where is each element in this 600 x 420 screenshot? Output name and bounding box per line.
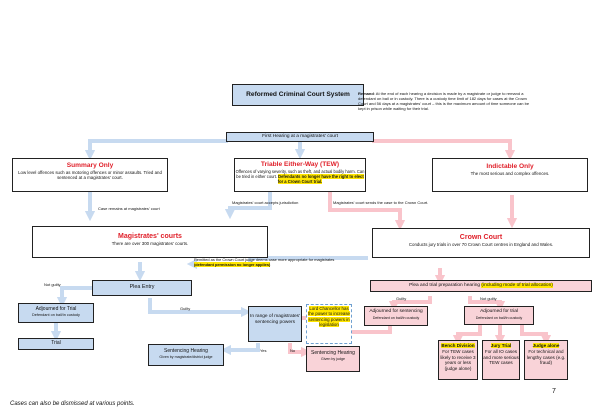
adj-trial-left-title: Adjourned for Trial bbox=[35, 306, 77, 312]
summary-text: Low level offences such as motoring offe… bbox=[18, 170, 162, 181]
mags-text: There are over 300 magistrates' courts. bbox=[111, 241, 189, 246]
case-remains-label: Case remains at magistrates' court bbox=[98, 206, 160, 211]
arrow-guilty-to-range bbox=[148, 298, 252, 318]
sent-judge-sub: Given by judge bbox=[321, 356, 345, 361]
bench-text: For TEW cases likely to receive 3 years … bbox=[440, 348, 476, 372]
arrow-tew-to-crown bbox=[328, 192, 406, 231]
in-range-box: In range of magistrates' sentencing powe… bbox=[248, 306, 302, 342]
guilty-left-label: Guilty bbox=[180, 306, 191, 311]
lord-chancellor-note: Lord Chancellor has the power to increas… bbox=[306, 304, 352, 344]
tew-box: Triable Either-Way (TEW) Offences of var… bbox=[234, 158, 366, 192]
jury-title: Jury Trial bbox=[490, 343, 512, 348]
page-number: 7 bbox=[552, 388, 556, 395]
judge-alone-text: For technical and lengthy cases (e.g. fr… bbox=[526, 348, 566, 366]
arrow-yes bbox=[220, 343, 260, 356]
no-label: No bbox=[290, 348, 296, 353]
arrow-to-bench bbox=[452, 325, 482, 346]
mag-sends-label: Magistrates' court sends the case to the… bbox=[333, 200, 429, 205]
arrow-not-guilty-left bbox=[56, 286, 92, 308]
sent-judge-title: Sentencing Hearing bbox=[311, 350, 355, 356]
remitted-text: Remitted as the Crown Court judge deems … bbox=[194, 257, 335, 262]
remitted-highlight: (defendant permission no longer applies) bbox=[194, 262, 271, 267]
arrow-not-guilty-right bbox=[468, 296, 506, 312]
tew-highlight: Defendants no longer have the right to e… bbox=[277, 174, 364, 184]
jury-text: For all IO cases and more serious TEW ca… bbox=[483, 348, 519, 366]
arrow-to-judge-alone bbox=[520, 325, 552, 346]
adjourned-sentencing-right-box: Adjourned for sentencing Defendant on ba… bbox=[364, 306, 428, 326]
magistrates-courts-box: Magistrates' courts There are over 300 m… bbox=[32, 226, 268, 258]
remand-note: Remand: At the end of each hearing a dec… bbox=[358, 91, 532, 124]
footer-note: Cases can also be dismissed at various p… bbox=[10, 401, 135, 407]
mags-title: Magistrates' courts bbox=[118, 233, 182, 240]
summary-title: Summary Only bbox=[66, 162, 114, 169]
arrow-tew-to-mags bbox=[224, 192, 272, 220]
judge-alone-title: Judge alone bbox=[532, 343, 560, 348]
page-title: Reformed Criminal Court System bbox=[232, 84, 364, 106]
sent-mag-sub: Given by magistrate/district judge bbox=[159, 354, 213, 359]
adj-sent-right-title: Adjourned for sentencing bbox=[369, 309, 423, 314]
indictable-text: The most serious and complex offences. bbox=[470, 171, 550, 176]
plea-trial-prep-box: Plea and trial preparation hearing (incl… bbox=[370, 280, 592, 292]
mag-accepts-label: Magistrates' court accepts jurisdiction bbox=[232, 200, 299, 205]
arrow-guilty-right bbox=[388, 296, 432, 312]
plea-trial-prep-highlight: (including mode of trial allocation) bbox=[481, 283, 553, 288]
arrow-no bbox=[288, 343, 312, 358]
adj-trial-left-sub: Defendant on bail/in custody bbox=[32, 313, 80, 317]
indictable-title: Indictable Only bbox=[486, 163, 534, 170]
bench-title: Bench Division bbox=[441, 343, 475, 348]
plea-entry-box: Plea Entry bbox=[92, 280, 192, 296]
sent-mag-title: Sentencing Hearing bbox=[164, 348, 208, 354]
remand-label: Remand bbox=[358, 91, 374, 96]
bench-division-box: Bench Division For TEW cases likely to r… bbox=[438, 340, 478, 380]
judge-alone-box: Judge alone For technical and lengthy ca… bbox=[524, 340, 568, 380]
not-guilty-right-label: Not guilty bbox=[480, 296, 497, 301]
tew-text: Offences of varying severity, such as th… bbox=[235, 169, 365, 179]
crown-title: Crown Court bbox=[459, 234, 503, 241]
summary-only-box: Summary Only Low level offences such as … bbox=[12, 158, 168, 192]
adj-trial-right-title: Adjourned for trial bbox=[480, 309, 518, 314]
plea-trial-prep-text: Plea and trial preparation hearing bbox=[409, 283, 482, 288]
arrow-to-summary bbox=[84, 139, 228, 161]
trial-box: Trial bbox=[18, 338, 94, 350]
first-hearing-box: First Hearing at a magistrates' court bbox=[226, 132, 374, 142]
crown-court-box: Crown Court Conducts jury trials in over… bbox=[372, 228, 590, 258]
lord-chancellor-text: Lord Chancellor has the power to increas… bbox=[308, 306, 350, 328]
jury-trial-box: Jury Trial For all IO cases and more ser… bbox=[482, 340, 520, 380]
indictable-only-box: Indictable Only The most serious and com… bbox=[432, 158, 588, 192]
not-guilty-left-label: Not guilty bbox=[44, 282, 61, 287]
remand-text: : At the end of each hearing a decision … bbox=[358, 91, 530, 111]
sentencing-hearing-judge-box: Sentencing Hearing Given by judge bbox=[306, 346, 360, 372]
yes-label: Yes bbox=[260, 348, 267, 353]
adjourned-trial-right-box: Adjourned for trial Defendant on bail/in… bbox=[464, 306, 534, 325]
sentencing-hearing-mag-box: Sentencing Hearing Given by magistrate/d… bbox=[148, 344, 224, 366]
adj-sent-right-sub: Defendant on bail/in custody bbox=[372, 315, 420, 320]
arrow-to-indictable bbox=[372, 139, 516, 161]
remitted-label: Remitted as the Crown Court judge deems … bbox=[194, 257, 334, 267]
adj-trial-right-sub: Defendant on bail/in custody bbox=[475, 315, 523, 320]
tew-title: Triable Either-Way (TEW) bbox=[260, 161, 340, 168]
adjourned-trial-left-box: Adjourned for Trial Defendant on bail/in… bbox=[18, 303, 94, 323]
guilty-right-label: Guilty bbox=[396, 296, 407, 301]
crown-text: Conducts jury trials in over 70 Crown Co… bbox=[408, 242, 554, 247]
